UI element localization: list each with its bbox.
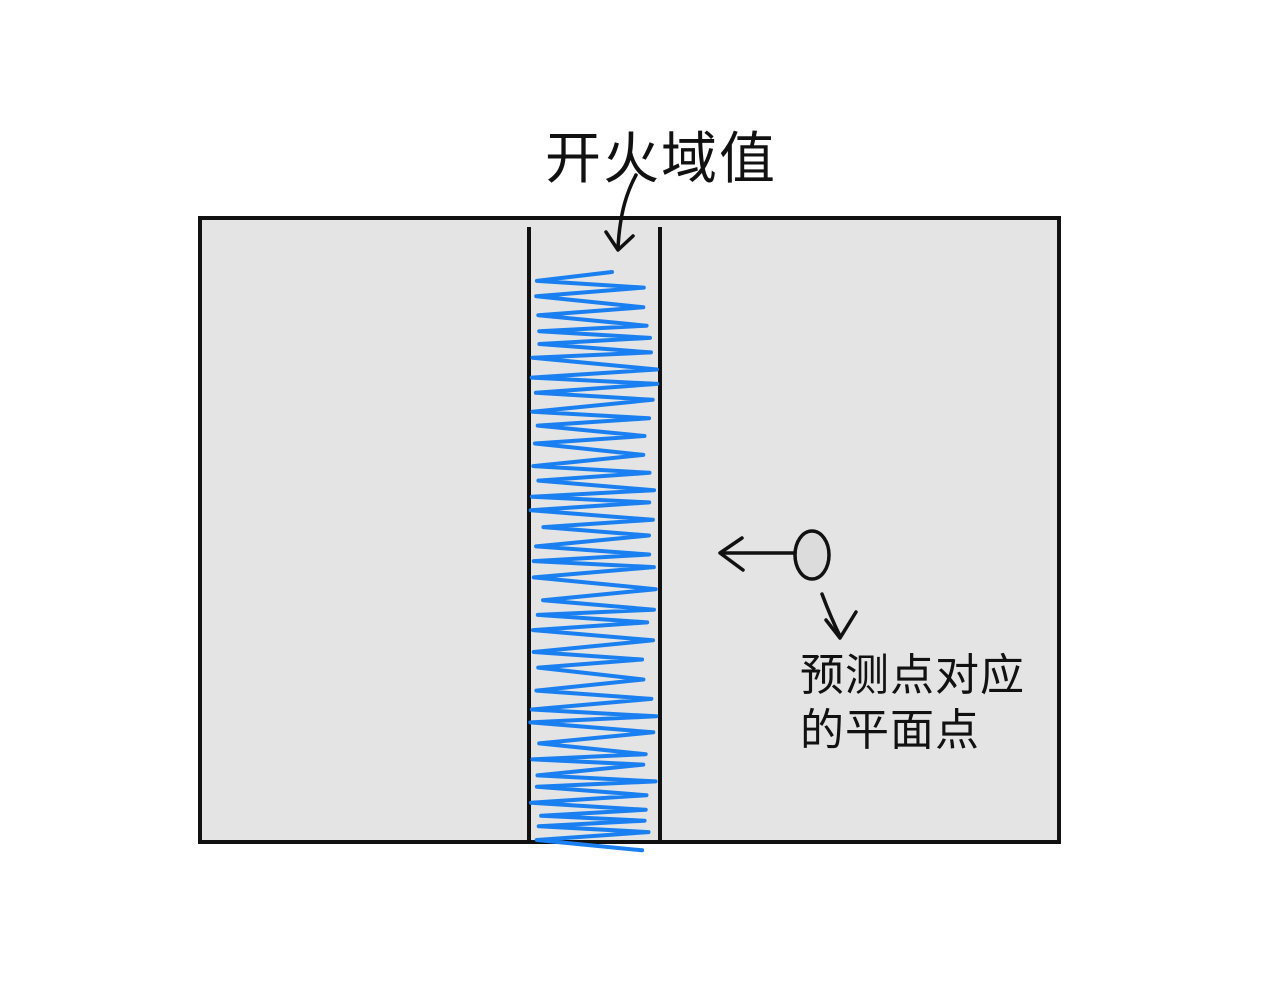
threshold-label: 开火域值 xyxy=(545,127,777,192)
arrow-down-icon xyxy=(820,592,858,640)
predicted-point xyxy=(793,529,831,581)
predicted-point-label-line1: 预测点对应 xyxy=(800,650,1025,701)
curved-arrow-down-icon xyxy=(604,173,638,252)
plane-rectangle xyxy=(198,216,1061,844)
predicted-point-label-line2: 的平面点 xyxy=(800,705,980,756)
arrow-left-icon xyxy=(718,536,797,572)
predicted-point-label: 预测点对应 的平面点 xyxy=(800,648,1025,758)
threshold-band-scribble xyxy=(528,270,660,853)
